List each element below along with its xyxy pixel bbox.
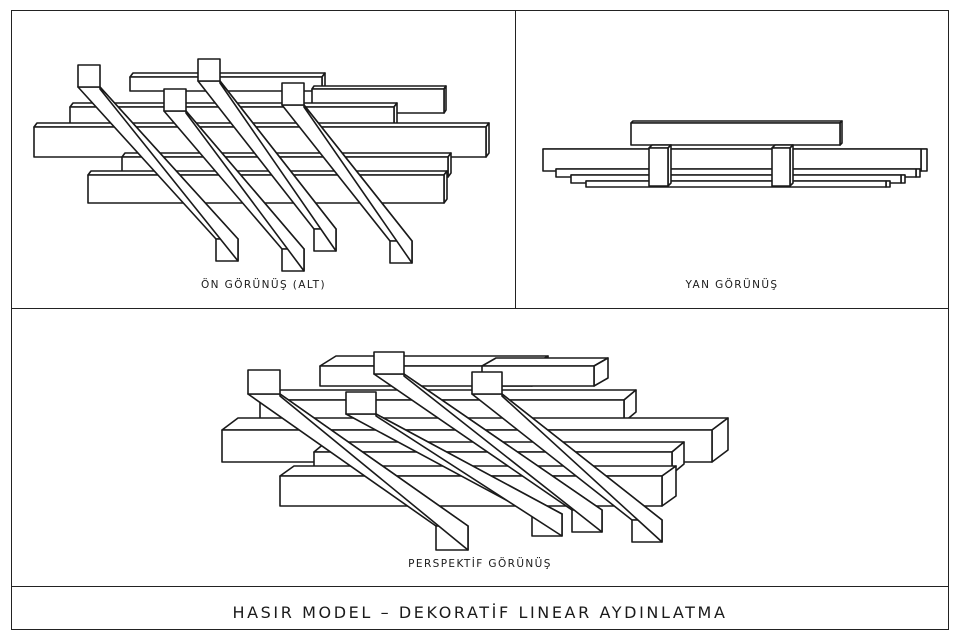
front-diagonal-bar-4-head-face — [281, 82, 305, 106]
front-view-caption: ÖN GÖRÜNÜŞ (ALT) — [201, 279, 326, 291]
front-diagonal-bar-4-side-face — [303, 104, 413, 264]
perspective-diagonal-bar-2-head-face — [345, 391, 377, 415]
side-view-caption: YAN GÖRÜNÜŞ — [685, 279, 779, 291]
perspective-diagonal-bar-3 — [373, 351, 603, 533]
perspective-diagonal-bar-1-head-face — [247, 369, 281, 395]
side-bar-end-right-front-face — [771, 147, 791, 187]
front-diagonal-bar-2 — [163, 88, 305, 272]
side-bar-end-right — [771, 144, 794, 187]
side-bar-end-left — [648, 144, 672, 187]
drawing-title: HASIR MODEL – DEKORATİF LINEAR AYDINLATM… — [232, 603, 728, 622]
side-rail-1-front-face — [542, 148, 922, 172]
front-diagonal-bar-1-side-face — [99, 86, 239, 262]
front-view-panel: ÖN GÖRÜNÜŞ (ALT) — [12, 11, 515, 309]
front-diagonal-bar-2-head-face — [163, 88, 187, 112]
perspective-diagonal-bar-2 — [345, 391, 563, 537]
perspective-diagonal-bar-3-head-face — [373, 351, 405, 375]
perspective-diagonal-bar-3-side-face — [403, 373, 603, 533]
view-divider-vertical — [515, 11, 516, 309]
side-view-drawing — [542, 120, 928, 188]
front-diagonal-bar-2-side-face — [185, 110, 305, 272]
perspective-diagonal-bar-4-head-face — [471, 371, 503, 395]
side-view-panel: YAN GÖRÜNÜŞ — [516, 11, 948, 309]
front-diagonal-bar-3-head-face — [197, 58, 221, 82]
side-bar-end-left-front-face — [648, 147, 669, 187]
side-canopy — [630, 120, 843, 146]
side-rail-1 — [542, 148, 928, 172]
front-diagonal-bar-4 — [281, 82, 413, 264]
front-view-drawing — [33, 58, 490, 272]
perspective-diagonal-bar-1 — [247, 369, 469, 551]
perspective-rail-2-top-face — [481, 357, 609, 367]
side-rail-4 — [585, 180, 891, 188]
front-diagonal-bar-1 — [77, 64, 239, 262]
perspective-rail-3-top-face — [259, 389, 637, 401]
perspective-view-drawing — [221, 351, 729, 551]
front-diagonal-bar-3-side-face — [219, 80, 337, 252]
side-rail-4-front-face — [585, 180, 887, 188]
perspective-diagonal-bar-1-side-face — [279, 393, 469, 551]
perspective-rail-2 — [481, 357, 609, 387]
front-diagonal-bar-3 — [197, 58, 337, 252]
drawing-sheet: ÖN GÖRÜNÜŞ (ALT) YAN GÖRÜNÜŞ PERSPEKTİF … — [11, 10, 949, 630]
front-rail-6-front-face — [87, 174, 445, 204]
view-divider-horizontal-top — [12, 308, 948, 309]
perspective-diagonal-bar-4-side-face — [501, 393, 663, 543]
perspective-view-caption: PERSPEKTİF GÖRÜNÜŞ — [408, 558, 552, 570]
perspective-view-panel: PERSPEKTİF GÖRÜNÜŞ — [12, 310, 948, 586]
perspective-diagonal-bar-2-side-face — [375, 413, 563, 537]
view-divider-horizontal-bottom — [12, 586, 948, 587]
perspective-diagonal-bar-4 — [471, 371, 663, 543]
side-rail-1-end-face — [920, 148, 928, 172]
side-canopy-front-face — [630, 122, 841, 146]
front-diagonal-bar-1-head-face — [77, 64, 101, 88]
front-rail-6 — [87, 170, 448, 204]
